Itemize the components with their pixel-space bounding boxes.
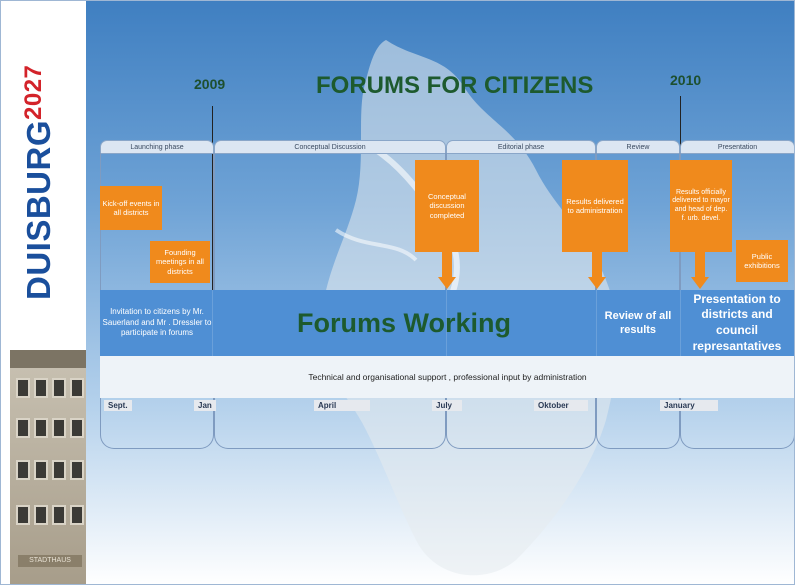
building-window [16, 418, 30, 438]
building-window [70, 505, 84, 525]
building-window [52, 378, 66, 398]
milestone-results-mayor: Results officially delivered to mayor an… [670, 160, 732, 252]
arrow-down-icon [691, 277, 709, 289]
band-divider [212, 290, 213, 356]
band-divider [446, 290, 447, 356]
arrow-stem [592, 252, 602, 278]
arrow-stem [442, 252, 452, 278]
sidebar: DUISBURG2027 STADTHAUS [0, 0, 86, 585]
arrow-stem [695, 252, 705, 278]
slide: FORUMS FOR CITIZENS 2009 2010 Launching … [86, 0, 795, 585]
month-label: Jan [194, 400, 216, 411]
building-window [52, 418, 66, 438]
milestone-founding: Founding meetings in all districts [150, 241, 210, 283]
month-label: Sept. [104, 400, 132, 411]
duisburg-logo: DUISBURG2027 [20, 65, 58, 300]
support-text: Technical and organisational support , p… [308, 372, 587, 382]
building-window [70, 418, 84, 438]
building-roof [10, 350, 86, 368]
band-divider [596, 290, 597, 356]
band-review: Review of all results [604, 309, 672, 336]
building-window [16, 505, 30, 525]
logo-year: 2027 [20, 64, 47, 120]
month-label: April [314, 400, 370, 411]
month-label: Oktober [534, 400, 588, 411]
building-window [34, 418, 48, 438]
support-bar: Technical and organisational support , p… [100, 356, 795, 398]
milestone-results-administration: Results delivered to administration [562, 160, 628, 252]
year-label-2010: 2010 [670, 72, 702, 88]
building-window [52, 460, 66, 480]
building-window [34, 378, 48, 398]
building-window [70, 378, 84, 398]
band-invitation: Invitation to citizens by Mr. Sauerland … [102, 307, 212, 338]
logo-name: DUISBURG [20, 119, 57, 300]
phase-editorial: Editorial phase [446, 140, 596, 154]
band-presentation: Presentation to districts and council re… [692, 291, 782, 353]
building-window [70, 460, 84, 480]
band-forums-working: Forums Working [296, 307, 511, 338]
band-divider [680, 290, 681, 356]
slide-title: FORUMS FOR CITIZENS [316, 72, 594, 99]
building-sign: STADTHAUS [18, 555, 82, 567]
arrow-down-icon [438, 277, 456, 289]
phase-launching: Launching phase [100, 140, 214, 154]
phase-review: Review [596, 140, 680, 154]
milestone-concept-completed: Conceptual discussion completed [415, 160, 479, 252]
city-hall-photo: STADTHAUS [10, 350, 86, 585]
month-label: January [660, 400, 718, 411]
building-window [16, 460, 30, 480]
building-window [34, 505, 48, 525]
building-window [34, 460, 48, 480]
phase-conceptual: Conceptual Discussion [214, 140, 446, 154]
building-window [16, 378, 30, 398]
activity-band [100, 290, 795, 356]
year-label-2009: 2009 [194, 76, 226, 92]
phase-presentation: Presentation [680, 140, 795, 154]
year-marker-2009 [212, 106, 213, 356]
month-label: July [432, 400, 462, 411]
building-window [52, 505, 66, 525]
milestone-kickoff: Kick-off events in all districts [100, 186, 162, 230]
milestone-public-exhibitions: Public exhibitions [736, 240, 788, 282]
arrow-down-icon [588, 277, 606, 289]
